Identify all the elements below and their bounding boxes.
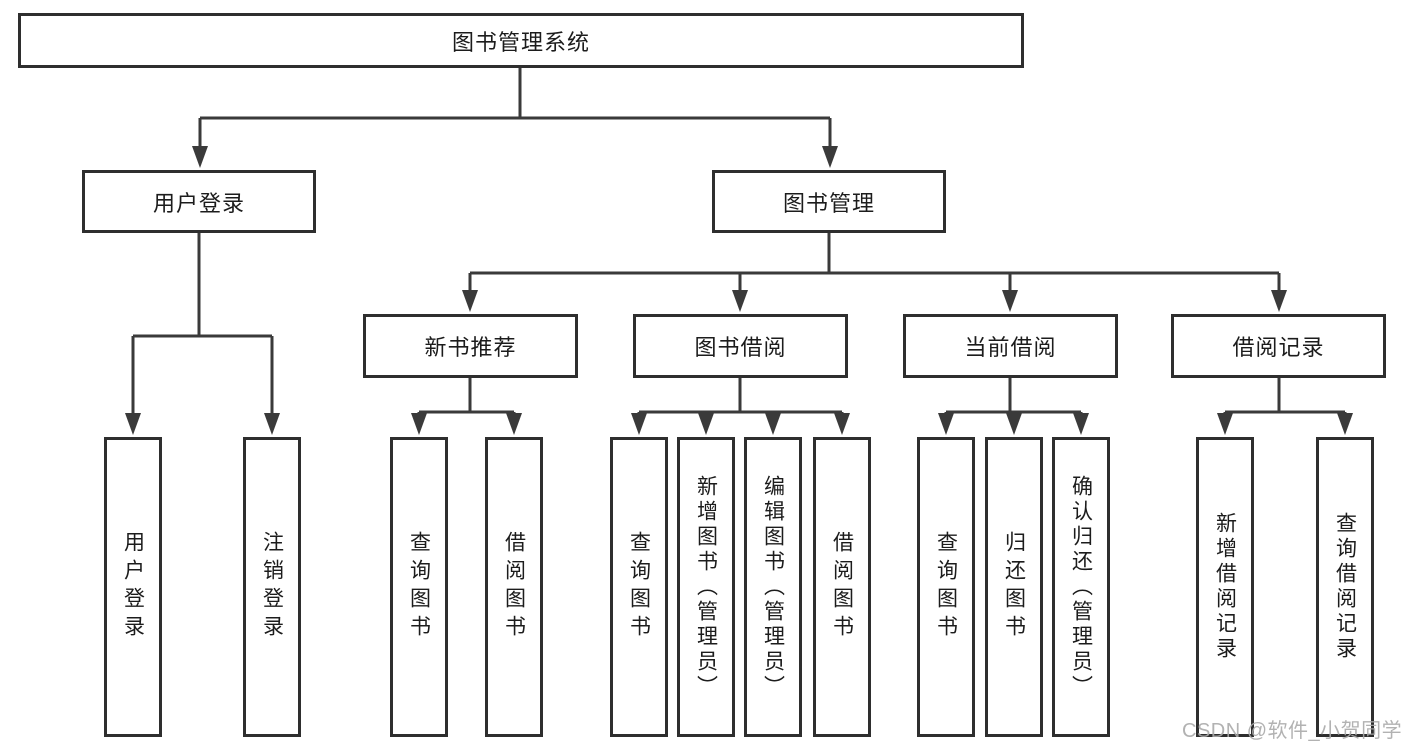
node-root-system: 图书管理系统 xyxy=(18,13,1024,68)
leaf-add-borrow-record: 新增借阅记录 xyxy=(1196,437,1254,737)
csdn-watermark: CSDN @软件_小贺同学 xyxy=(1182,720,1403,742)
node-borrow-records: 借阅记录 xyxy=(1171,314,1386,378)
leaf-current-query-book: 查询图书 xyxy=(917,437,975,737)
leaf-return-book: 归还图书 xyxy=(985,437,1043,737)
leaf-confirm-return-admin: 确认归还（管理员） xyxy=(1052,437,1110,737)
leaf-add-book-admin: 新增图书（管理员） xyxy=(677,437,735,737)
leaf-query-borrow-record: 查询借阅记录 xyxy=(1316,437,1374,737)
leaf-edit-book-admin: 编辑图书（管理员） xyxy=(744,437,802,737)
leaf-logout: 注销登录 xyxy=(243,437,301,737)
node-book-management: 图书管理 xyxy=(712,170,946,233)
leaf-rec-query-book: 查询图书 xyxy=(390,437,448,737)
node-user-login: 用户登录 xyxy=(82,170,316,233)
leaf-user-login: 用户登录 xyxy=(104,437,162,737)
leaf-borrow-query-book: 查询图书 xyxy=(610,437,668,737)
node-book-borrowing: 图书借阅 xyxy=(633,314,848,378)
leaf-borrow-book: 借阅图书 xyxy=(813,437,871,737)
node-current-borrowing: 当前借阅 xyxy=(903,314,1118,378)
leaf-rec-borrow-book: 借阅图书 xyxy=(485,437,543,737)
node-new-book-recommend: 新书推荐 xyxy=(363,314,578,378)
